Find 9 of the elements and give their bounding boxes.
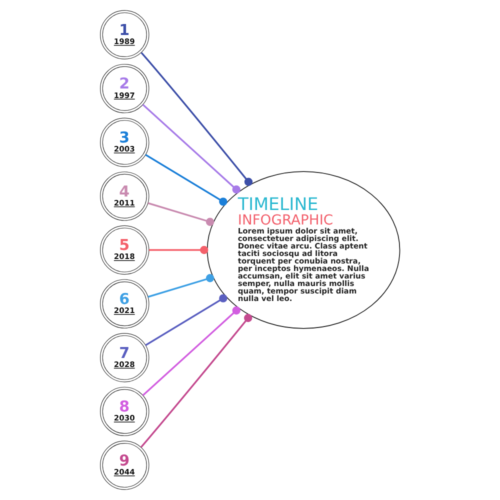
connector <box>148 274 214 298</box>
connector <box>142 104 240 194</box>
connector <box>145 154 228 206</box>
connector <box>140 314 252 448</box>
connector <box>140 52 253 186</box>
connector <box>148 202 214 226</box>
connector <box>148 246 208 254</box>
connector <box>142 306 240 396</box>
connector <box>145 294 228 346</box>
